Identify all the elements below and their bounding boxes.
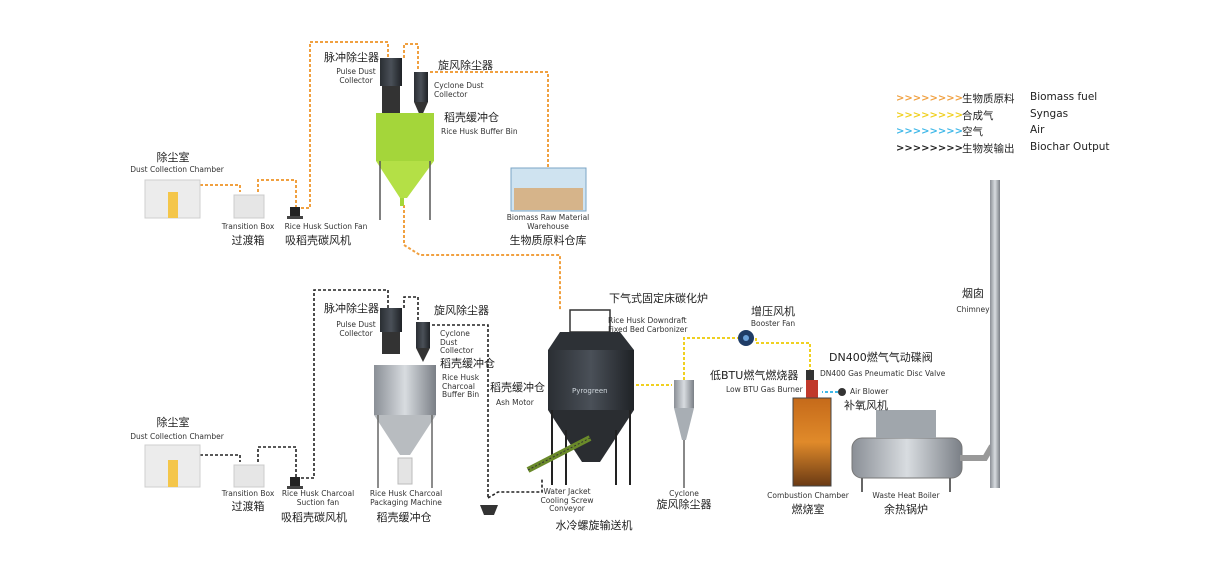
top-buffer-bin-en: Rice Husk Buffer Bin xyxy=(441,127,518,136)
bottom-suction-fan-en: Rice Husk Charcoal Suction fan xyxy=(281,489,355,507)
top-suction-fan-en: Rice Husk Suction Fan xyxy=(284,222,368,231)
biomass-flow-lines xyxy=(200,41,561,310)
waste-heat-boiler xyxy=(851,410,995,492)
bottom-transition-box xyxy=(233,464,265,488)
top-dust-chamber xyxy=(144,179,201,219)
carbonizer-reactor xyxy=(548,309,634,485)
cyclone-cn: 旋风除尘器 xyxy=(656,498,712,511)
screw-conveyor xyxy=(526,435,592,473)
disc-valve-en: DN400 Gas Pneumatic Disc Valve xyxy=(820,369,946,378)
warehouse xyxy=(510,167,587,212)
bottom-cyclone-collector-en: Cyclone Dust Collector xyxy=(440,329,474,356)
top-pulse-collector-en: Pulse Dust Collector xyxy=(336,67,376,85)
legend-biochar-en: Biochar Output xyxy=(1030,141,1110,153)
legend-arrows: >>>>>>>> >>>>>>>> >>>>>>>> >>>>>>>> xyxy=(896,93,963,154)
bottom-dust-chamber-cn: 除尘室 xyxy=(156,416,190,429)
combustion-chamber xyxy=(792,380,832,487)
booster-fan xyxy=(738,330,754,346)
bottom-buffer-bin-cn: 稻壳缓冲仓 xyxy=(440,357,495,370)
top-dust-chamber-en: Dust Collection Chamber xyxy=(130,165,224,174)
booster-fan-en: Booster Fan xyxy=(750,319,796,328)
packaging-machine-en: Rice Husk Charcoal Packaging Machine xyxy=(369,489,443,507)
air-blower-cn: 补氧风机 xyxy=(844,399,888,412)
bottom-pulse-collector-cn: 脉冲除尘器 xyxy=(324,302,379,315)
svg-text:>>>>>>>>: >>>>>>>> xyxy=(896,93,963,104)
bottom-transition-box-cn: 过渡箱 xyxy=(231,500,265,513)
carbonizer-brand: Pyrogreen xyxy=(572,387,608,395)
bottom-cyclone-collector xyxy=(416,322,430,362)
bottom-pulse-collector-en: Pulse Dust Collector xyxy=(336,320,376,338)
legend-biomass-en: Biomass fuel xyxy=(1030,91,1098,103)
legend-biomass-cn: 生物质原料 xyxy=(962,93,1015,105)
svg-text:>>>>>>>>: >>>>>>>> xyxy=(896,143,963,154)
top-transition-box-cn: 过渡箱 xyxy=(231,234,265,247)
legend-biochar-cn: 生物炭输出 xyxy=(962,143,1015,155)
bottom-buffer-bin xyxy=(374,365,436,488)
bottom-suction-fan xyxy=(287,477,303,489)
legend-syngas-en: Syngas xyxy=(1030,108,1069,120)
disc-valve-cn: DN400燃气气动碟阀 xyxy=(829,351,933,364)
packaging-machine-cn: 稻壳缓冲仓 xyxy=(376,511,432,524)
ash-motor-cn: 稻壳缓冲仓 xyxy=(490,381,545,394)
ash-motor-en: Ash Motor xyxy=(496,398,534,407)
svg-text:>>>>>>>>: >>>>>>>> xyxy=(896,110,963,121)
top-cyclone-collector-cn: 旋风除尘器 xyxy=(438,59,493,72)
air-blower xyxy=(838,388,846,396)
waste-heat-boiler-en: Waste Heat Boiler xyxy=(872,491,940,500)
carbonizer-en: Rice Husk Downdraft Fixed Bed Carbonizer xyxy=(608,316,688,334)
waste-heat-boiler-cn: 余热锅炉 xyxy=(884,503,928,516)
bottom-pulse-collector xyxy=(380,308,402,354)
burner-cn: 低BTU燃气燃烧器 xyxy=(710,369,799,382)
bottom-transition-box-en: Transition Box xyxy=(221,489,275,498)
syngas-flow-lines xyxy=(636,337,811,386)
legend-air-en: Air xyxy=(1030,124,1045,136)
bottom-cyclone-collector-cn: 旋风除尘器 xyxy=(434,304,489,317)
air-blower-en: Air Blower xyxy=(850,387,889,396)
svg-text:>>>>>>>>: >>>>>>>> xyxy=(896,126,963,137)
top-transition-box xyxy=(233,194,265,219)
top-transition-box-en: Transition Box xyxy=(221,222,275,231)
cyclone-en: Cyclone xyxy=(669,489,699,498)
top-suction-fan xyxy=(287,207,303,219)
top-buffer-bin xyxy=(376,113,434,220)
top-suction-fan-cn: 吸稻壳碳风机 xyxy=(285,234,351,247)
top-dust-chamber-cn: 除尘室 xyxy=(156,151,190,164)
chimney-stack xyxy=(990,180,1000,488)
legend-air-cn: 空气 xyxy=(962,126,983,138)
chimney-cn: 烟囱 xyxy=(962,287,984,300)
top-buffer-bin-cn: 稻壳缓冲仓 xyxy=(444,111,499,124)
legend-syngas-cn: 合成气 xyxy=(962,110,994,122)
biochar-outlet xyxy=(480,505,498,515)
bottom-suction-fan-cn: 吸稻壳碳风机 xyxy=(281,511,347,524)
warehouse-cn: 生物质原料仓库 xyxy=(509,234,587,247)
combustion-chamber-cn: 燃烧室 xyxy=(791,503,825,516)
bottom-dust-chamber-en: Dust Collection Chamber xyxy=(130,432,224,441)
chimney-en: Chimney xyxy=(956,305,990,314)
cyclone-separator xyxy=(674,380,694,488)
warehouse-en: Biomass Raw Material Warehouse xyxy=(506,213,590,231)
booster-fan-cn: 增压风机 xyxy=(751,305,795,318)
combustion-chamber-en: Combustion Chamber xyxy=(767,491,849,500)
top-cyclone-collector-en: Cyclone Dust Collector xyxy=(434,81,484,99)
bottom-buffer-bin-en: Rice Husk Charcoal Buffer Bin xyxy=(442,373,480,400)
screw-conveyor-en: Water Jacket Cooling Screw Conveyor xyxy=(540,487,594,514)
carbonizer-cn: 下气式固定床碳化炉 xyxy=(609,292,708,305)
disc-valve xyxy=(806,370,814,380)
biochar-flow-lines xyxy=(200,289,543,499)
burner-en: Low BTU Gas Burner xyxy=(726,385,803,394)
screw-conveyor-cn: 水冷螺旋输送机 xyxy=(555,519,633,532)
top-pulse-collector-cn: 脉冲除尘器 xyxy=(324,51,379,64)
bottom-dust-chamber xyxy=(144,444,201,488)
